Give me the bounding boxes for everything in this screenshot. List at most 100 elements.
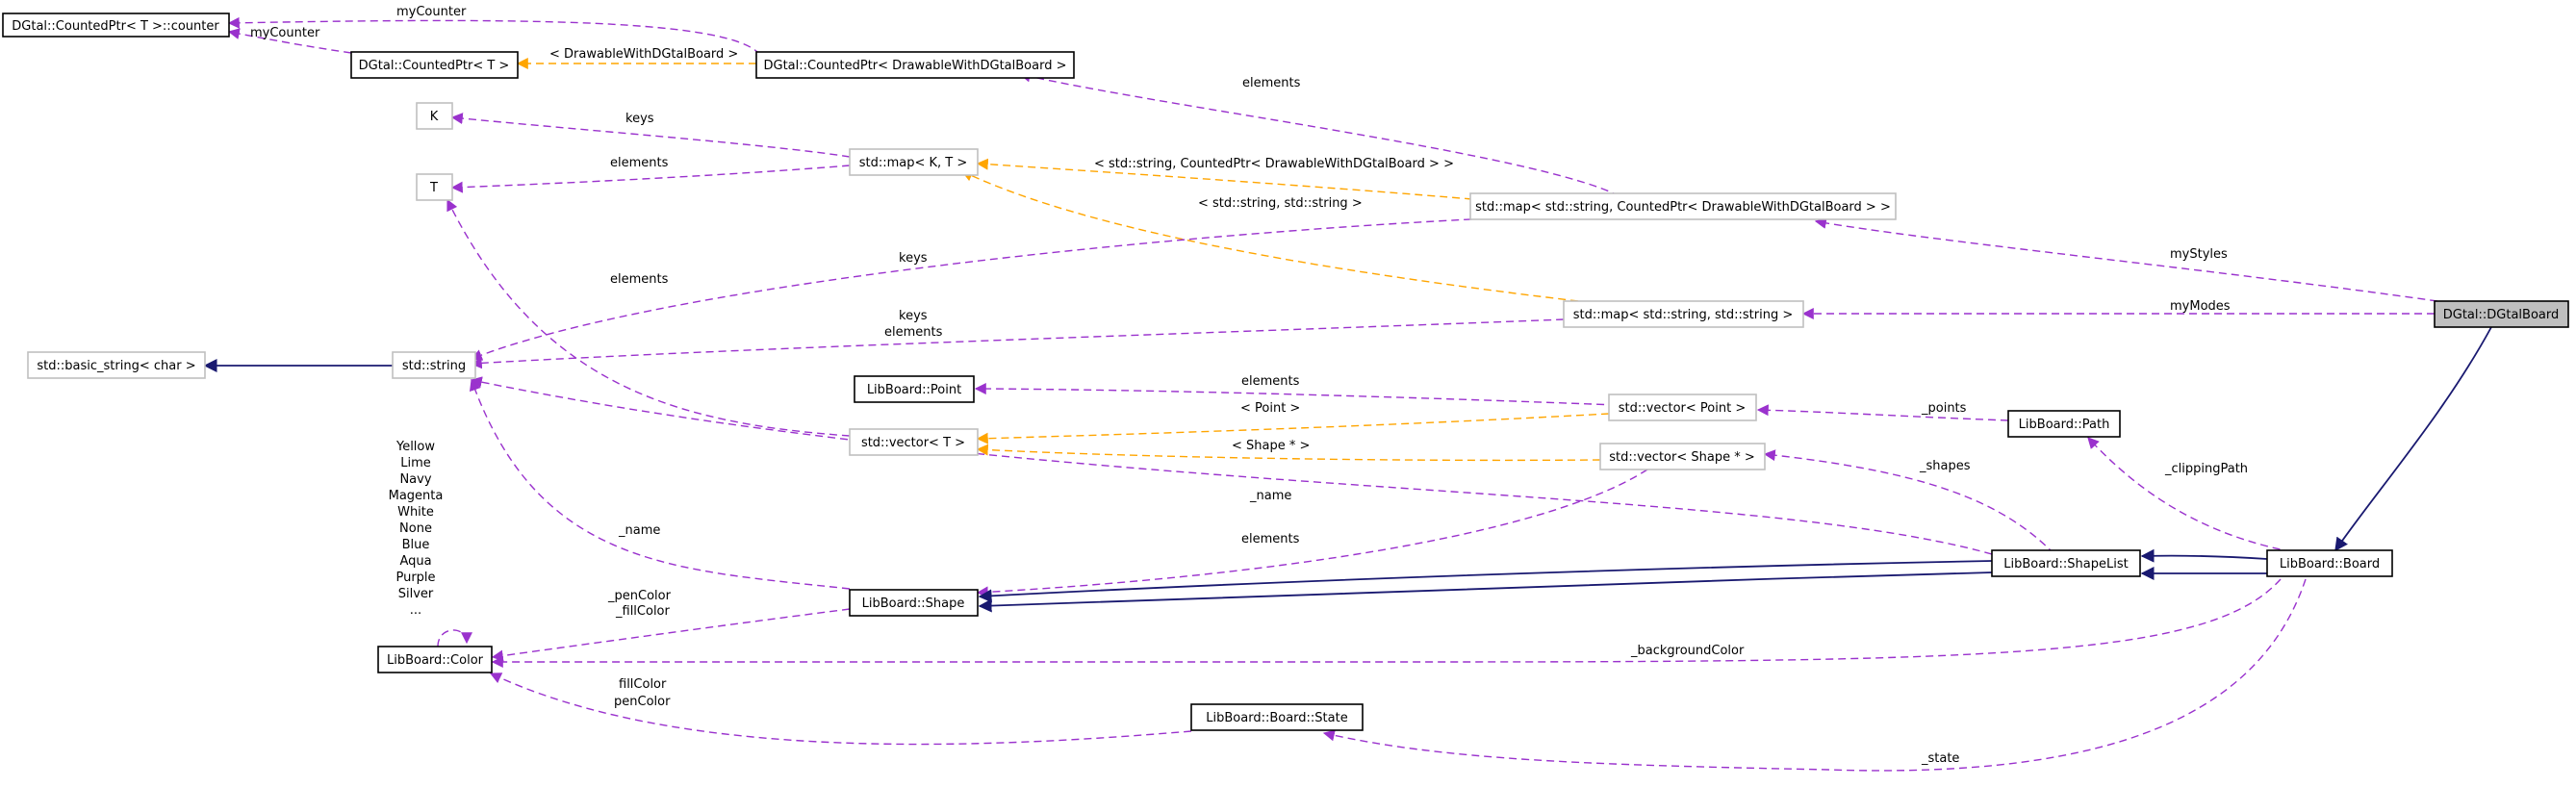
edge-shapes: _shapes bbox=[1763, 449, 2055, 555]
edge-label-keys-k: keys bbox=[625, 112, 654, 126]
edge-shape-color: _penColor _fillColor bbox=[491, 589, 851, 662]
edge-elements-t: elements bbox=[450, 156, 851, 193]
edge-label-elements-point: elements bbox=[1241, 374, 1300, 389]
edge-map-cp-template: < std::string, CountedPtr< DrawableWithD… bbox=[976, 157, 1473, 200]
edge-inherit-shapelist-shape bbox=[978, 560, 1993, 613]
edge-label-mycounter-left: myCounter bbox=[250, 26, 320, 40]
svg-text:K: K bbox=[430, 110, 439, 124]
node-vector-point[interactable]: std::vector< Point > bbox=[1608, 394, 1757, 421]
edge-label-color-9: Purple bbox=[395, 571, 435, 585]
svg-text:LibBoard::Color: LibBoard::Color bbox=[387, 653, 484, 668]
edge-shape-template: < Shape * > bbox=[976, 439, 1601, 462]
edge-inherit-board-dgtalboard bbox=[2334, 326, 2492, 552]
svg-text:LibBoard::ShapeList: LibBoard::ShapeList bbox=[2003, 557, 2129, 571]
edge-label-state: _state bbox=[1921, 751, 1959, 766]
edge-keys-k: keys bbox=[450, 112, 851, 158]
edge-elements-point: elements bbox=[974, 374, 1618, 406]
svg-text:std::vector< Shape * >: std::vector< Shape * > bbox=[1609, 450, 1755, 465]
node-color[interactable]: LibBoard::Color bbox=[377, 646, 493, 673]
edge-label-keys-string: keys bbox=[899, 251, 928, 266]
svg-text:LibBoard::Board: LibBoard::Board bbox=[2280, 557, 2380, 571]
svg-text:std::map< K, T >: std::map< K, T > bbox=[859, 156, 968, 170]
edge-mymodes: myModes bbox=[1801, 299, 2435, 319]
edge-backgroundcolor: _backgroundColor bbox=[491, 578, 2282, 668]
edge-point-template: < Point > bbox=[976, 401, 1610, 444]
edge-label-color-6: None bbox=[399, 521, 432, 536]
node-shapelist[interactable]: LibBoard::ShapeList bbox=[1991, 549, 2141, 577]
node-board[interactable]: LibBoard::Board bbox=[2266, 549, 2393, 577]
edge-map-ss-template: < std::string, std::string > bbox=[960, 170, 1579, 302]
node-countedptr-t[interactable]: DGtal::CountedPtr< T > bbox=[350, 51, 519, 79]
edge-label-elements-vt: elements bbox=[610, 272, 669, 287]
edge-label-fillcolor2: fillColor bbox=[619, 677, 667, 692]
svg-text:std::map< std::string, std::st: std::map< std::string, std::string > bbox=[1573, 308, 1793, 322]
node-shape[interactable]: LibBoard::Shape bbox=[849, 589, 979, 617]
edge-state-color: fillColor penColor bbox=[489, 673, 1192, 746]
edge-mycounter-left: myCounter bbox=[227, 26, 352, 54]
edge-name-shapelist: _name bbox=[470, 376, 1993, 555]
edge-label-name-shapelist: _name bbox=[1249, 489, 1291, 503]
edge-label-shape-template: < Shape * > bbox=[1232, 439, 1310, 453]
edge-label-color-5: White bbox=[397, 505, 434, 520]
edge-keys-elements-string: keys elements bbox=[470, 309, 1565, 369]
svg-text:std::vector< Point >: std::vector< Point > bbox=[1619, 401, 1746, 416]
edge-label-backgroundcolor: _backgroundColor bbox=[1630, 644, 1745, 658]
node-map-modes[interactable]: std::map< std::string, std::string > bbox=[1563, 300, 1804, 328]
edge-state: _state bbox=[1322, 578, 2307, 772]
edge-label-mystyles: myStyles bbox=[2170, 247, 2228, 262]
node-countedptr-counter[interactable]: DGtal::CountedPtr< T >::counter bbox=[2, 13, 230, 38]
edge-label-clippingpath: _clippingPath bbox=[2164, 462, 2248, 476]
svg-text:LibBoard::Path: LibBoard::Path bbox=[2019, 418, 2110, 432]
edge-label-mycounter-top: myCounter bbox=[396, 5, 467, 19]
svg-text:DGtal::DGtalBoard: DGtal::DGtalBoard bbox=[2443, 308, 2560, 322]
edge-points: _points bbox=[1756, 401, 2009, 421]
node-point[interactable]: LibBoard::Point bbox=[854, 375, 975, 403]
edge-label-color-1: Yellow bbox=[395, 440, 435, 454]
edge-label-color-4: Magenta bbox=[389, 489, 444, 503]
edge-label-point-template: < Point > bbox=[1240, 401, 1300, 416]
node-map-kt[interactable]: std::map< K, T > bbox=[849, 148, 979, 176]
edge-label-drawable-template: < DrawableWithDGtalBoard > bbox=[549, 47, 738, 62]
edge-clippingpath: _clippingPath bbox=[2087, 437, 2306, 555]
svg-text:LibBoard::Point: LibBoard::Point bbox=[867, 383, 961, 397]
node-board-state[interactable]: LibBoard::Board::State bbox=[1190, 703, 1364, 731]
edge-keys-string: keys bbox=[470, 215, 1560, 361]
node-countedptr-drawable[interactable]: DGtal::CountedPtr< DrawableWithDGtalBoar… bbox=[755, 51, 1075, 79]
node-vector-shape[interactable]: std::vector< Shape * > bbox=[1599, 443, 1766, 470]
edge-label-color-7: Blue bbox=[402, 538, 430, 552]
edge-mycounter-top: myCounter bbox=[227, 5, 761, 56]
edge-label-color-3: Navy bbox=[399, 472, 431, 487]
edge-label-elements-countedptr: elements bbox=[1242, 76, 1301, 90]
node-map-styles[interactable]: std::map< std::string, CountedPtr< Drawa… bbox=[1469, 192, 1897, 220]
edge-mystyles: myStyles bbox=[1814, 216, 2438, 302]
svg-text:std::string: std::string bbox=[402, 359, 466, 373]
node-dgtalboard[interactable]: DGtal::DGtalBoard bbox=[2434, 300, 2569, 328]
edge-label-keys-elements-1: keys bbox=[899, 309, 928, 323]
svg-text:DGtal::CountedPtr< T >::counte: DGtal::CountedPtr< T >::counter bbox=[12, 19, 219, 34]
node-t[interactable]: T bbox=[416, 173, 453, 201]
edge-label-name-shape: _name bbox=[618, 523, 660, 538]
edge-label-shapes: _shapes bbox=[1919, 459, 1971, 473]
edge-elements-countedptr: elements bbox=[1018, 70, 1620, 197]
edge-label-elements-shape: elements bbox=[1241, 532, 1300, 546]
svg-text:DGtal::CountedPtr< T >: DGtal::CountedPtr< T > bbox=[359, 59, 510, 73]
node-k[interactable]: K bbox=[416, 102, 453, 130]
edge-label-pencolor2: penColor bbox=[614, 695, 671, 709]
edge-label-map-cp-template: < std::string, CountedPtr< DrawableWithD… bbox=[1094, 157, 1454, 171]
edge-label-map-ss-template: < std::string, std::string > bbox=[1198, 196, 1363, 211]
node-basic-string[interactable]: std::basic_string< char > bbox=[27, 351, 206, 379]
svg-text:DGtal::CountedPtr< DrawableWit: DGtal::CountedPtr< DrawableWithDGtalBoar… bbox=[764, 59, 1067, 73]
edge-label-color-8: Aqua bbox=[399, 554, 431, 569]
svg-text:LibBoard::Board::State: LibBoard::Board::State bbox=[1206, 711, 1347, 725]
edge-label-points: _points bbox=[1921, 401, 1967, 416]
node-path[interactable]: LibBoard::Path bbox=[2007, 410, 2121, 438]
edge-name-shape: _name bbox=[470, 378, 851, 590]
svg-text:std::vector< T >: std::vector< T > bbox=[861, 436, 965, 450]
node-string[interactable]: std::string bbox=[392, 351, 476, 379]
edge-elements-vt: elements bbox=[446, 198, 851, 437]
edge-label-keys-elements-2: elements bbox=[884, 325, 943, 340]
svg-text:std::map< std::string, Counted: std::map< std::string, CountedPtr< Drawa… bbox=[1475, 200, 1891, 215]
node-vector-t[interactable]: std::vector< T > bbox=[849, 428, 979, 456]
svg-text:LibBoard::Shape: LibBoard::Shape bbox=[862, 597, 965, 611]
